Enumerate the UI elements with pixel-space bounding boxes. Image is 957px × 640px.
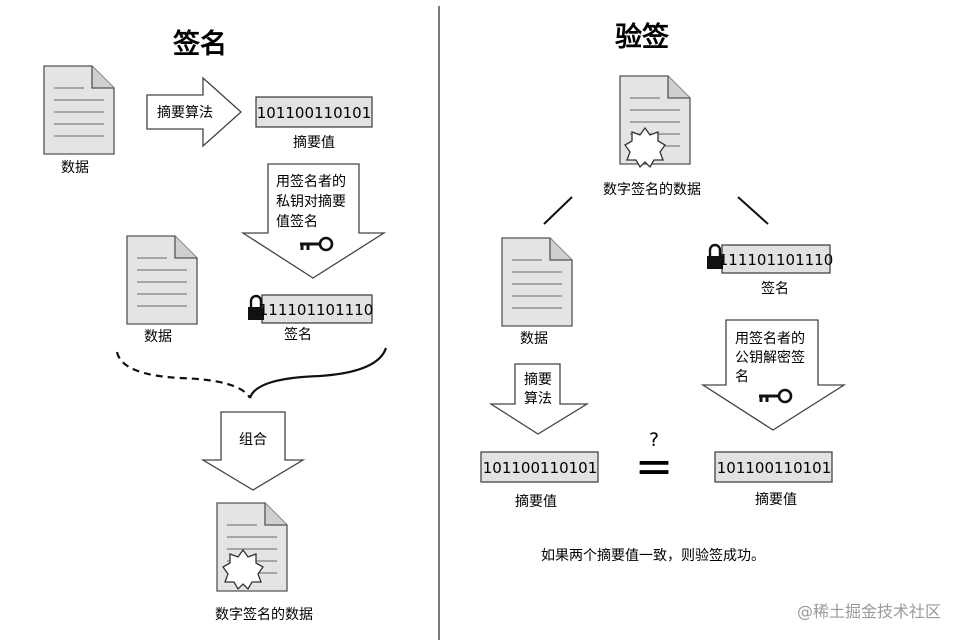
data-document-icon	[43, 65, 115, 155]
signed-data-label: 数字签名的数据	[215, 606, 313, 623]
combine-brace-left	[115, 351, 251, 399]
sign-arrow-line-1: 用签名者的	[276, 173, 346, 190]
verify-signed-data-label: 数字签名的数据	[603, 181, 701, 198]
digest-box	[255, 96, 373, 128]
decrypt-arrow-line-2: 公钥解密签	[735, 349, 805, 366]
signature-value: 111101101110	[259, 301, 374, 319]
combine-label: 组合	[239, 432, 267, 448]
sign-arrow-line-3: 值签名	[276, 213, 318, 230]
verify-hash-line-2: 算法	[524, 391, 552, 407]
signature-label: 签名	[284, 326, 312, 343]
digest-label: 摘要值	[293, 134, 335, 151]
digest-right-box	[714, 451, 833, 483]
data-document-icon-2	[126, 235, 198, 325]
hash-algorithm-label: 摘要算法	[157, 104, 213, 121]
verify-signature-value: 111101101110	[719, 251, 834, 269]
question-mark: ?	[649, 429, 659, 451]
hash-algorithm-arrow	[146, 76, 242, 148]
digest-right-label: 摘要值	[755, 491, 797, 508]
digest-left-box	[480, 451, 599, 483]
verify-title: 验签	[615, 21, 670, 53]
sign-title: 签名	[173, 28, 227, 60]
watermark: @稀土掘金技术社区	[797, 602, 941, 621]
data-label: 数据	[61, 160, 89, 176]
verify-conclusion: 如果两个摘要值一致，则验签成功。	[541, 547, 765, 564]
private-key-sign-arrow	[240, 163, 387, 279]
combine-arrow	[200, 411, 306, 491]
combine-brace-right	[248, 347, 388, 399]
verify-signature-label: 签名	[761, 280, 789, 297]
verify-data-document-icon	[501, 237, 573, 327]
digest-value: 101100110101	[257, 104, 372, 122]
digest-right-value: 101100110101	[717, 459, 832, 477]
digest-left-value: 101100110101	[483, 459, 598, 477]
verify-data-label: 数据	[520, 331, 548, 347]
decrypt-arrow-line-3: 名	[735, 369, 749, 385]
equals-sign: =	[635, 439, 674, 493]
data-label-2: 数据	[144, 329, 172, 345]
verify-hash-line-1: 摘要	[524, 371, 552, 388]
split-line-left	[543, 196, 573, 225]
public-key-decrypt-arrow	[700, 319, 847, 431]
sign-arrow-line-2: 私钥对摘要	[276, 193, 346, 210]
verify-hash-arrow	[488, 363, 590, 435]
digest-left-label: 摘要值	[515, 493, 557, 510]
split-line-right	[737, 196, 769, 225]
decrypt-arrow-line-1: 用签名者的	[735, 330, 805, 347]
